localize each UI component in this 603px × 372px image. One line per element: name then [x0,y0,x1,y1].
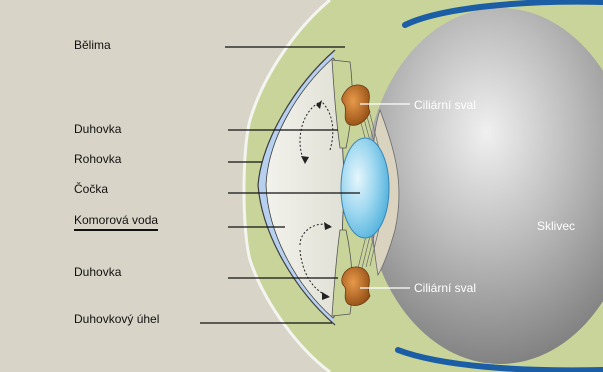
label-rohovka: Rohovka [74,152,121,166]
label-cocka: Čočka [74,182,108,196]
label-sklivec: Sklivec [537,219,575,233]
lens [341,138,389,238]
label-belima: Bělima [74,38,111,52]
ciliary-muscle-top [342,85,370,125]
ciliary-muscle-bottom [342,267,370,306]
label-duhovka-top: Duhovka [74,122,121,136]
label-duhovka-bottom: Duhovka [74,265,121,279]
label-ciliarni-sval-top: Ciliární sval [414,98,476,112]
label-duhovkovy-uhel: Duhovkový úhel [74,312,159,326]
label-komorova-voda: Komorová voda [74,213,158,231]
label-ciliarni-sval-bottom: Ciliární sval [414,281,476,295]
